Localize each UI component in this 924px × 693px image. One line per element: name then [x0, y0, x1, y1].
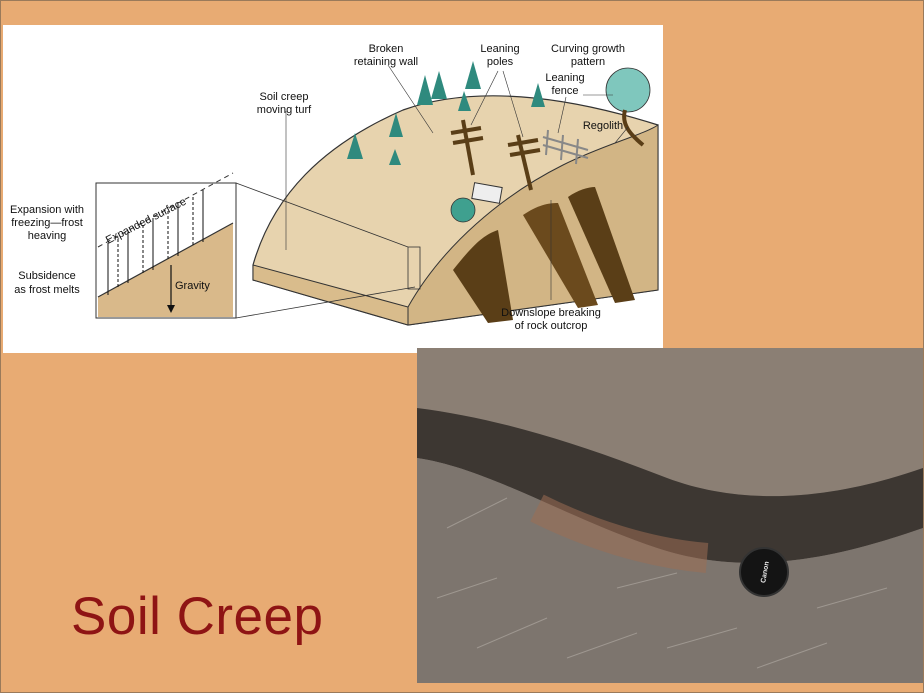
- gravity-arrowhead: [167, 305, 175, 313]
- label-moving-turf: moving turf: [257, 104, 312, 116]
- exposed-soil: [530, 494, 709, 573]
- soil-creep-photo: Canon: [417, 348, 923, 683]
- small-tree: [450, 197, 476, 223]
- subsidence-arrows: [117, 197, 194, 289]
- label-gravity: Gravity: [175, 280, 210, 292]
- label-poles: poles: [487, 56, 514, 68]
- label-downslope-1: Downslope breaking: [501, 307, 601, 319]
- creep-scarp-shadow: [417, 408, 923, 563]
- broken-retaining-wall: [471, 182, 503, 204]
- label-curving-growth: Curving growth: [551, 43, 625, 55]
- photo-svg: Canon: [417, 348, 923, 683]
- label-soil-creep: Soil creep: [260, 91, 309, 103]
- soil-creep-diagram: Broken retaining wall Leaning poles Curv…: [3, 25, 663, 353]
- leaning-fence: [542, 129, 589, 165]
- upper-slope: [417, 348, 923, 497]
- lens-cap: [739, 547, 789, 597]
- label-expansion-1: Expansion with: [10, 204, 84, 216]
- inset-soil: [98, 223, 233, 317]
- label-broken: Broken: [369, 43, 404, 55]
- rock-stratum: [453, 230, 513, 323]
- label-expansion-2: freezing—frost: [11, 217, 83, 229]
- curving-tree-crown: [605, 67, 651, 113]
- label-leaning-fence-1: Leaning: [545, 72, 584, 84]
- label-leaning-fence-2: fence: [552, 85, 579, 97]
- frost-needles: [436, 497, 888, 669]
- rock-stratum: [523, 203, 598, 308]
- lens-cap-text: Canon: [760, 561, 771, 584]
- leaning-poles: [450, 119, 541, 191]
- label-downslope-2: of rock outcrop: [515, 320, 588, 332]
- label-retaining-wall: retaining wall: [354, 56, 418, 68]
- label-subsidence-1: Subsidence: [18, 270, 76, 282]
- label-pattern: pattern: [571, 56, 605, 68]
- inset-connector: [235, 182, 409, 248]
- expanded-surface-line: [97, 172, 234, 248]
- heave-arrows: [107, 190, 204, 295]
- label-regolith: Regolith: [583, 120, 623, 132]
- rock-stratum: [568, 187, 635, 303]
- curving-tree-trunk: [622, 109, 645, 147]
- trees: [347, 61, 545, 165]
- label-expansion-3: heaving: [28, 230, 67, 242]
- label-leaning: Leaning: [480, 43, 519, 55]
- inset-connector: [235, 286, 416, 319]
- slide-title: Soil Creep: [71, 587, 324, 646]
- diagram-svg: Broken retaining wall Leaning poles Curv…: [10, 43, 659, 332]
- leader-lines: [285, 64, 629, 300]
- inset-locator: [407, 246, 421, 290]
- original-surface: [97, 222, 234, 298]
- label-subsidence-2: as frost melts: [14, 284, 80, 296]
